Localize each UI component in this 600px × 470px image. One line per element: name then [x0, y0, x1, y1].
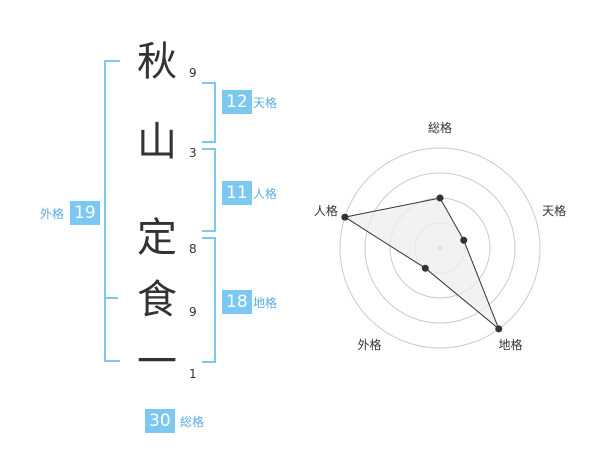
radar-point-地格	[495, 325, 503, 333]
radar-polygon	[343, 197, 500, 330]
name-char-4: 食	[137, 277, 177, 323]
jinkaku-bracket	[202, 148, 216, 232]
gaikaku-bracket-divider	[104, 297, 118, 299]
radar-axis-label: 人格	[314, 203, 338, 218]
soukaku-value: 30	[145, 409, 175, 433]
soukaku-label: 総格	[180, 415, 205, 429]
gaikaku-label: 外格	[40, 207, 65, 221]
stroke-count-2: 3	[189, 146, 197, 160]
radar-axis-label: 地格	[498, 337, 522, 352]
radar-point-人格	[341, 213, 349, 221]
chikaku-bracket	[202, 237, 216, 363]
name-char-2: 山	[137, 119, 177, 165]
radar-points	[341, 194, 503, 333]
gaikaku-value: 19	[70, 201, 100, 225]
stroke-count-5: 1	[189, 367, 197, 381]
radar-ring-4	[339, 147, 541, 349]
stroke-count-4: 9	[189, 305, 197, 319]
radar-axis-label: 天格	[542, 203, 566, 218]
tenkaku-label: 天格	[253, 96, 278, 110]
chikaku-value: 18	[222, 290, 252, 314]
name-char-3: 定	[137, 215, 177, 261]
radar-polygon-group	[343, 197, 500, 330]
name-char-1: 秋	[137, 39, 177, 85]
radar-point-天格	[460, 236, 468, 244]
radar-rings	[339, 147, 541, 349]
jinkaku-value: 11	[222, 181, 252, 205]
radar-point-外格	[421, 264, 429, 272]
radar-point-総格	[436, 194, 444, 202]
name-char-5: 一	[137, 339, 177, 385]
radar-axis-label: 外格	[357, 337, 381, 352]
stroke-count-1: 9	[189, 66, 197, 80]
radar-ring-3	[364, 172, 516, 324]
gaikaku-bracket	[104, 60, 120, 362]
radar-axis-label: 総格	[428, 120, 452, 135]
tenkaku-bracket	[202, 82, 216, 143]
jinkaku-label: 人格	[253, 187, 278, 201]
stroke-count-3: 8	[189, 242, 197, 256]
tenkaku-value: 12	[222, 90, 252, 114]
chikaku-label: 地格	[253, 296, 278, 310]
